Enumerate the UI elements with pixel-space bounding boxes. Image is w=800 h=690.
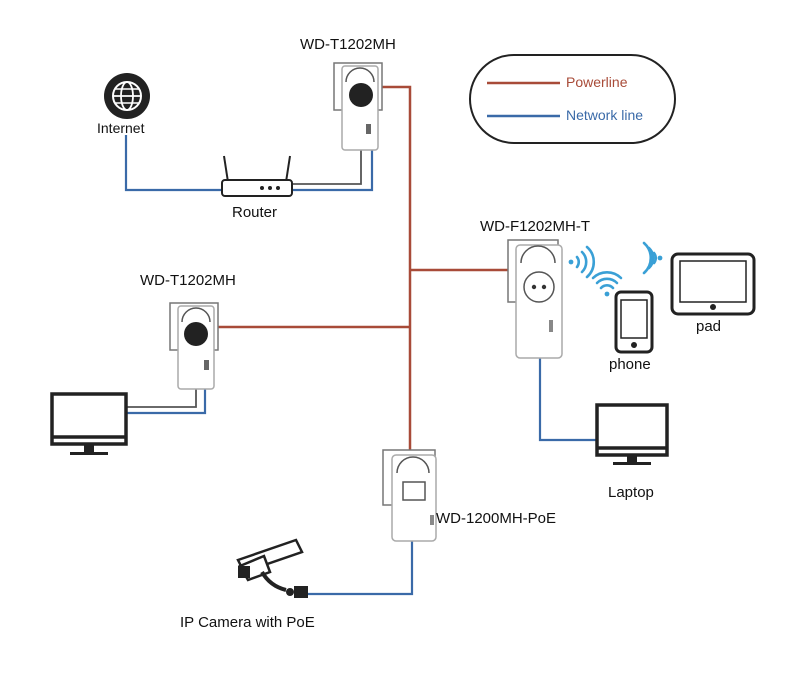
globe-icon — [104, 73, 150, 119]
internet-label: Internet — [97, 120, 145, 136]
legend-powerline-label: Powerline — [566, 74, 628, 90]
wifi-adapter-label: WD-F1202MH-T — [480, 218, 591, 235]
router-label: Router — [232, 204, 278, 221]
pad-label: pad — [696, 318, 722, 335]
camera-icon — [236, 538, 308, 598]
wifi-icon — [568, 245, 596, 279]
network-wires — [124, 135, 600, 596]
left-adapter-icon — [169, 302, 219, 390]
laptop-label: Laptop — [608, 484, 654, 501]
phone-icon — [614, 290, 654, 354]
poe-adapter-icon — [382, 449, 437, 542]
camera-label: IP Camera with PoE — [180, 614, 315, 631]
wifi-icon-pad — [642, 241, 663, 275]
network-pc-adapter — [125, 388, 207, 415]
poe-adapter-label: WD-1200MH-PoE — [436, 510, 557, 527]
wifi-icon-phone — [591, 271, 623, 297]
top-adapter-label: WD-T1202MH — [300, 36, 396, 53]
network-adapter-laptop — [538, 358, 600, 442]
router-icon — [221, 155, 293, 197]
powerline-wires — [218, 85, 508, 455]
laptop-icon — [595, 403, 669, 465]
phone-label: phone — [609, 356, 651, 373]
device-cables — [125, 105, 362, 408]
powerline-top — [376, 85, 412, 455]
wifi-adapter-icon — [507, 239, 563, 359]
network-poe-camera — [308, 540, 414, 596]
tablet-icon — [670, 252, 756, 316]
legend — [469, 54, 676, 144]
network-internet-router — [124, 135, 226, 192]
top-adapter-icon — [333, 62, 383, 151]
left-adapter-label: WD-T1202MH — [140, 272, 236, 289]
legend-box — [469, 54, 676, 144]
legend-network-label: Network line — [566, 107, 644, 123]
network-router-adapter — [290, 150, 374, 192]
monitor-icon — [50, 392, 128, 455]
